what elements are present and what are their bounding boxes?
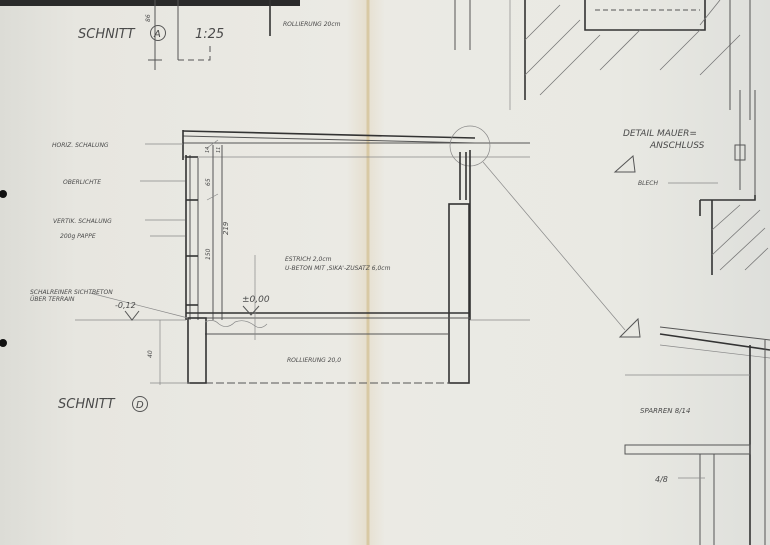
label-estrich: ESTRICH 2,0cm [285, 256, 332, 263]
label-ueber-terrain: ÜBER TERRAIN [30, 296, 75, 303]
section-a-title: SCHNITT [78, 27, 136, 42]
level-minus: -0,12 [115, 301, 136, 310]
section-a-fragment [148, 0, 751, 120]
dimension-14: 14 [205, 147, 211, 153]
label-detail-mauer: DETAIL MAUER= [623, 129, 697, 139]
level-zero: ±0,00 [242, 295, 270, 305]
label-pappe: 200g PAPPE [60, 233, 96, 240]
label-rollierung-bottom: ROLLIERUNG 20,0 [287, 357, 341, 364]
label-blech: BLECH [638, 180, 658, 187]
label-rollierung-top: ROLLIERUNG 20cm [283, 21, 341, 28]
label-oberlichte: OBERLICHTE [63, 179, 101, 186]
label-horiz-schalung: HORIZ. SCHALUNG [52, 142, 109, 149]
punch-hole [0, 190, 7, 198]
label-sparren: SPARREN 8/14 [640, 407, 690, 415]
drawing-scale: 1:25 [195, 27, 224, 42]
section-a-marker: A [153, 29, 161, 40]
dimension-219: 219 [222, 221, 230, 235]
dimension-65: 65 [205, 178, 212, 186]
dimension-40: 40 [147, 350, 154, 358]
label-latte: 4/8 [655, 475, 668, 484]
label-ubeton: U-BETON MIT ‚SIKA'-ZUSATZ 6,0cm [285, 265, 391, 272]
label-vertik-schalung: VERTIK. SCHALUNG [53, 218, 112, 225]
dimension-86: 86 [145, 14, 152, 22]
section-marker-circle [150, 25, 166, 41]
punch-hole [0, 339, 7, 347]
label-sichtbeton: SCHALREINER SICHTBETON [30, 289, 113, 296]
section-d-title: SCHNITT [58, 397, 116, 412]
dimension-150: 150 [205, 248, 212, 260]
dimension-11: 11 [216, 147, 222, 153]
section-marker-circle [132, 396, 148, 412]
scan-edge [0, 0, 300, 6]
section-d-drawing [75, 125, 641, 385]
section-d-marker: D [136, 400, 144, 411]
wall-junction-detail [613, 90, 770, 545]
label-anschluss: ANSCHLUSS [649, 141, 705, 151]
